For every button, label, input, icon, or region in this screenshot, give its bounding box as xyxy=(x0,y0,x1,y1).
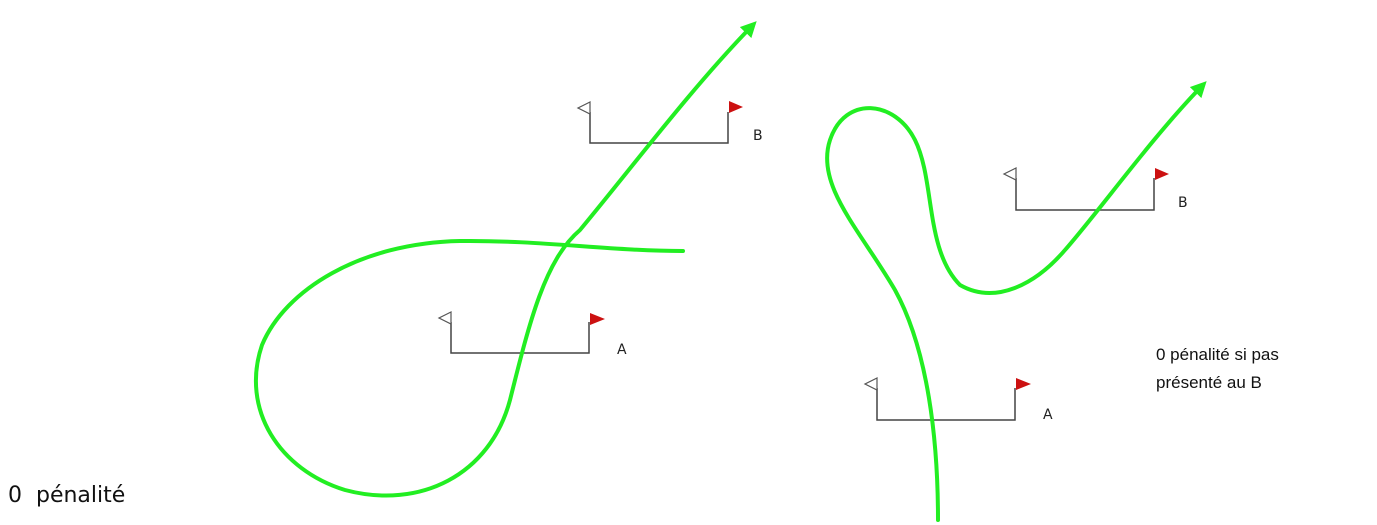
left-gate-b: B xyxy=(576,101,763,144)
left-gate-a-bracket xyxy=(450,322,590,354)
right-gate-b-label: B xyxy=(1178,195,1188,211)
right-gate-b-red-flag-icon xyxy=(1155,168,1169,180)
left-gate-a: A xyxy=(437,311,627,358)
right-gate-b-bracket xyxy=(1015,178,1155,211)
left-caption: 0 pénalité xyxy=(8,483,126,508)
left-gate-b-white-flag-icon xyxy=(576,101,591,115)
right-gate-a-white-flag-icon xyxy=(863,377,878,391)
right-caption-line-1: 0 pénalité si pas xyxy=(1156,345,1279,364)
right-caption: 0 pénalité si pas présenté au B xyxy=(1156,341,1279,397)
left-track-path xyxy=(253,21,757,498)
right-gate-a-red-flag-icon xyxy=(1016,378,1031,390)
left-gate-a-white-flag-icon xyxy=(437,311,452,325)
right-gate-a-label: A xyxy=(1043,407,1053,423)
left-gate-b-red-flag-icon xyxy=(729,101,743,113)
right-track-path xyxy=(825,81,1207,522)
right-gate-b: B xyxy=(1002,167,1188,211)
left-gate-a-red-flag-icon xyxy=(590,313,605,325)
right-gate-a: A xyxy=(863,377,1053,423)
left-gate-a-label: A xyxy=(617,342,627,358)
right-gate-a-bracket xyxy=(876,388,1016,421)
left-gate-b-label: B xyxy=(753,128,763,144)
right-scenario: B A xyxy=(825,81,1207,522)
left-scenario: B A xyxy=(253,21,763,498)
right-gate-b-white-flag-icon xyxy=(1002,167,1017,181)
right-caption-line-2: présenté au B xyxy=(1156,373,1262,392)
left-gate-b-bracket xyxy=(589,112,729,144)
